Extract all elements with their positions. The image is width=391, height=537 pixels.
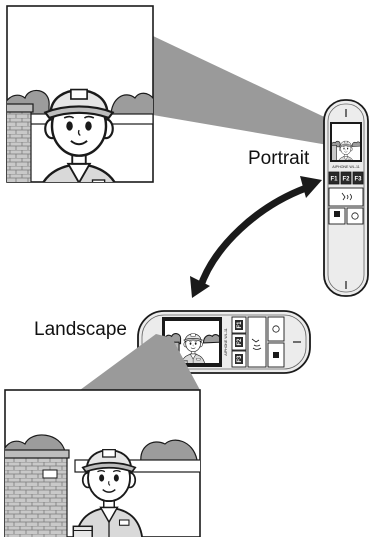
f2-button[interactable] xyxy=(340,171,352,185)
f2-label: F2 xyxy=(237,338,243,346)
f1-label: F1 xyxy=(330,177,338,183)
f3-label: F3 xyxy=(237,355,243,363)
landscape-view-beam xyxy=(80,334,200,390)
portrait-view-beam xyxy=(153,36,335,145)
arrow-head-top xyxy=(300,176,322,198)
talk-button[interactable] xyxy=(247,316,267,368)
talk-icon xyxy=(251,338,262,350)
off-button[interactable] xyxy=(267,316,285,342)
device-brand-label: AIPHONE WL-11 xyxy=(332,165,360,169)
rotation-arrow xyxy=(190,176,322,298)
off-icon xyxy=(272,325,280,333)
landscape-label: Landscape xyxy=(34,319,127,340)
bush-right xyxy=(140,439,198,463)
device-brand-label: AIPHONE WL-11 xyxy=(224,328,228,356)
portrait-camera-view xyxy=(6,5,335,183)
talk-button[interactable] xyxy=(328,187,364,207)
door-release-icon xyxy=(273,352,279,358)
f1-label: F1 xyxy=(237,321,243,329)
f3-label: F3 xyxy=(354,177,362,183)
portrait-device: AIPHONE WL-11 F1 F2 F3 xyxy=(323,99,369,297)
landscape-camera-view xyxy=(4,334,201,537)
arrow-head-bottom xyxy=(190,276,210,298)
f2-label: F2 xyxy=(342,177,350,183)
brick-wall xyxy=(7,109,32,182)
talk-icon xyxy=(341,192,352,201)
f-button-row: F1 F2 F3 xyxy=(328,171,364,185)
portrait-label: Portrait xyxy=(248,148,310,169)
off-button[interactable] xyxy=(346,207,364,225)
f3-button[interactable] xyxy=(352,171,364,185)
door-release-icon xyxy=(334,211,340,217)
brick-wall xyxy=(5,455,68,537)
f1-button[interactable] xyxy=(328,171,340,185)
bush-right xyxy=(110,92,153,117)
off-icon xyxy=(351,212,359,220)
